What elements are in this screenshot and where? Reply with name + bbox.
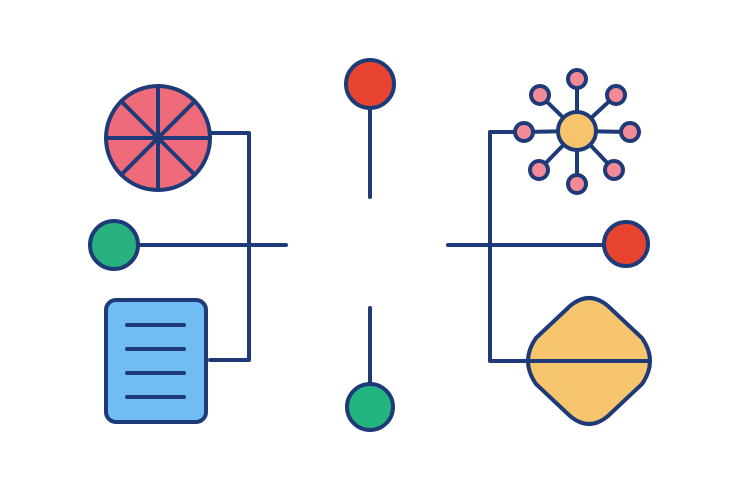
document-icon	[104, 298, 208, 424]
network-node-8	[529, 84, 551, 106]
pie-spoke-6	[119, 136, 160, 177]
connector-right-bottom-branch	[488, 243, 528, 363]
connector-left-top-branch	[208, 131, 251, 247]
connector-lines	[138, 106, 606, 386]
network-center-node	[556, 110, 598, 152]
document-body	[104, 298, 208, 424]
network-node-5	[566, 173, 588, 195]
pie-chart-icon	[104, 84, 212, 192]
pie-spoke-8	[119, 99, 160, 140]
pie-spoke-2	[156, 99, 197, 140]
network-icon	[513, 68, 641, 195]
network-node-3	[619, 121, 641, 143]
top-node	[344, 58, 396, 110]
right-node	[602, 220, 650, 268]
network-node-2	[605, 84, 627, 106]
bottom-node	[345, 382, 395, 432]
network-node-7	[513, 121, 535, 143]
connector-left-bottom-branch	[208, 243, 251, 362]
left-node	[88, 219, 140, 271]
document-lines	[125, 323, 186, 399]
pie-spoke-4	[156, 136, 197, 177]
diamond-shape	[526, 296, 652, 426]
network-node-4	[603, 159, 625, 181]
network-node-6	[528, 159, 550, 181]
connector-right-top-branch	[488, 130, 517, 247]
network-node-1	[566, 68, 588, 90]
pie-chart-spokes	[104, 84, 212, 192]
